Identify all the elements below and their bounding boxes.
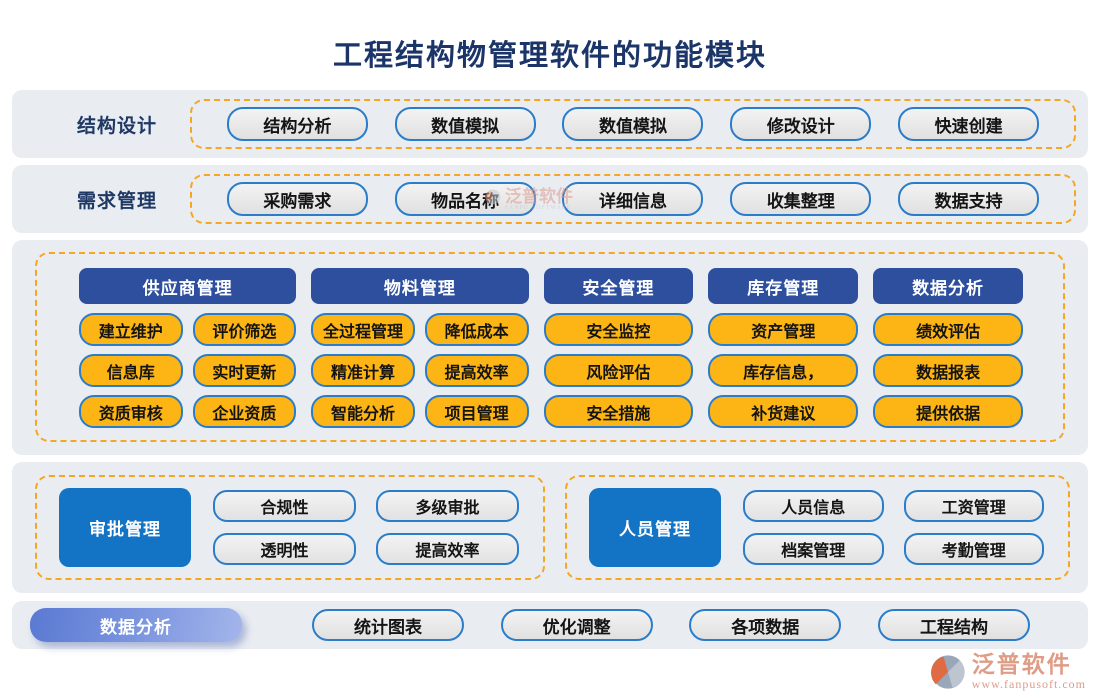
reduce-cost-button[interactable]: 降低成本: [424, 313, 529, 346]
safety-management-items: 安全监控 风险评估 安全措施: [543, 313, 694, 428]
whole-process-mgmt-button[interactable]: 全过程管理: [311, 313, 415, 346]
section-demand-management: 需求管理 采购需求 物品名称 详细信息 收集整理 数据支持: [12, 165, 1088, 233]
modify-design-button[interactable]: 修改设计: [730, 107, 872, 141]
column-material-management: 物料管理 全过程管理 降低成本 精准计算 提高效率 智能分析 项目管理: [311, 268, 529, 428]
collect-organize-button[interactable]: 收集整理: [730, 182, 872, 216]
column-data-analysis: 数据分析 绩效评估 数据报表 提供依据: [873, 268, 1023, 428]
replenish-suggest-button[interactable]: 补货建议: [708, 395, 859, 428]
data-report-button[interactable]: 数据报表: [873, 354, 1023, 387]
archive-mgmt-button[interactable]: 档案管理: [743, 533, 884, 565]
brand-logo: 泛普软件 www.fanpusoft.com: [928, 652, 1086, 692]
brand-url[interactable]: www.fanpusoft.com: [971, 676, 1086, 691]
column-safety-management: 安全管理 安全监控 风险评估 安全措施: [543, 268, 694, 428]
various-data-button[interactable]: 各项数据: [689, 609, 842, 641]
smart-analysis-button[interactable]: 智能分析: [311, 395, 415, 428]
data-analysis-pill[interactable]: 数据分析: [30, 608, 242, 642]
page-title: 工程结构物管理软件的功能模块: [332, 40, 767, 72]
stats-chart-button[interactable]: 统计图表: [312, 609, 464, 641]
approval-management-header[interactable]: 审批管理: [59, 488, 191, 567]
section-data-analysis-row: 数据分析 统计图表 优化调整 各项数据 工程结构: [12, 601, 1088, 649]
inventory-management-items: 资产管理 库存信息， 补货建议: [708, 313, 859, 428]
structure-analysis-button[interactable]: 结构分析: [226, 107, 368, 141]
brand-name: 泛普软件: [971, 651, 1072, 677]
approval-management-group: 审批管理 合规性 多级审批 透明性 提高效率: [35, 475, 545, 580]
quick-create-button[interactable]: 快速创建: [898, 107, 1040, 141]
personnel-management-header[interactable]: 人员管理: [589, 488, 721, 567]
item-name-button[interactable]: 物品名称: [394, 182, 536, 216]
safety-measures-button[interactable]: 安全措施: [543, 395, 694, 428]
safety-monitor-button[interactable]: 安全监控: [543, 313, 694, 346]
precise-calc-button[interactable]: 精准计算: [311, 354, 415, 387]
structure-design-group: 结构分析 数值模拟 数值模拟 修改设计 快速创建: [190, 99, 1076, 149]
material-management-items: 全过程管理 降低成本 精准计算 提高效率 智能分析 项目管理: [311, 313, 529, 428]
efficiency-improve-button[interactable]: 提高效率: [376, 533, 519, 565]
optimize-adjust-button[interactable]: 优化调整: [500, 609, 653, 641]
demand-management-group: 采购需求 物品名称 详细信息 收集整理 数据支持: [190, 174, 1076, 224]
section-structure-design: 结构设计 结构分析 数值模拟 数值模拟 修改设计 快速创建: [12, 90, 1088, 158]
purchase-demand-button[interactable]: 采购需求: [226, 182, 368, 216]
brand-mark-icon: [930, 655, 965, 689]
material-management-header[interactable]: 物料管理: [311, 268, 529, 304]
info-base-button[interactable]: 信息库: [79, 354, 183, 387]
personnel-management-items: 人员信息 工资管理 档案管理 考勤管理: [743, 490, 1044, 565]
demand-management-label: 需求管理: [76, 190, 157, 212]
approval-management-items: 合规性 多级审批 透明性 提高效率: [213, 490, 519, 565]
performance-eval-button[interactable]: 绩效评估: [873, 313, 1023, 346]
inventory-info-button[interactable]: 库存信息，: [708, 354, 859, 387]
attendance-mgmt-button[interactable]: 考勤管理: [903, 533, 1044, 565]
data-analysis-header[interactable]: 数据分析: [873, 268, 1023, 304]
personnel-management-group: 人员管理 人员信息 工资管理 档案管理 考勤管理: [565, 475, 1070, 580]
detail-info-button[interactable]: 详细信息: [562, 182, 704, 216]
improve-efficiency-button[interactable]: 提高效率: [424, 354, 529, 387]
numerical-simulation-button-1[interactable]: 数值模拟: [394, 107, 536, 141]
personnel-info-button[interactable]: 人员信息: [743, 490, 884, 522]
evaluate-filter-button[interactable]: 评价筛选: [192, 313, 297, 346]
safety-management-header[interactable]: 安全管理: [543, 268, 694, 304]
module-matrix-group: 供应商管理 建立维护 评价筛选 信息库 实时更新 资质审核 企业资质 物料管理 …: [35, 252, 1065, 442]
enterprise-qualification-button[interactable]: 企业资质: [192, 395, 297, 428]
transparency-button[interactable]: 透明性: [213, 533, 356, 565]
salary-mgmt-button[interactable]: 工资管理: [903, 490, 1044, 522]
realtime-update-button[interactable]: 实时更新: [192, 354, 297, 387]
qualification-review-button[interactable]: 资质审核: [79, 395, 183, 428]
column-supplier-management: 供应商管理 建立维护 评价筛选 信息库 实时更新 资质审核 企业资质: [79, 268, 297, 428]
asset-mgmt-button[interactable]: 资产管理: [708, 313, 859, 346]
structure-design-label: 结构设计: [76, 115, 157, 137]
data-analysis-items: 绩效评估 数据报表 提供依据: [873, 313, 1023, 428]
data-support-button[interactable]: 数据支持: [898, 182, 1040, 216]
multilevel-approval-button[interactable]: 多级审批: [376, 490, 519, 522]
numerical-simulation-button-2[interactable]: 数值模拟: [562, 107, 704, 141]
section-approval-personnel: 审批管理 合规性 多级审批 透明性 提高效率 人员管理 人员信息 工资管理 档案…: [12, 462, 1088, 593]
engineering-structure-button[interactable]: 工程结构: [877, 609, 1030, 641]
compliance-button[interactable]: 合规性: [213, 490, 356, 522]
column-inventory-management: 库存管理 资产管理 库存信息， 补货建议: [708, 268, 859, 428]
section-module-matrix: 供应商管理 建立维护 评价筛选 信息库 实时更新 资质审核 企业资质 物料管理 …: [12, 240, 1088, 455]
provide-basis-button[interactable]: 提供依据: [873, 395, 1023, 428]
risk-assess-button[interactable]: 风险评估: [543, 354, 694, 387]
establish-maintain-button[interactable]: 建立维护: [79, 313, 183, 346]
project-mgmt-button[interactable]: 项目管理: [424, 395, 529, 428]
inventory-management-header[interactable]: 库存管理: [708, 268, 859, 304]
supplier-management-items: 建立维护 评价筛选 信息库 实时更新 资质审核 企业资质: [79, 313, 297, 428]
supplier-management-header[interactable]: 供应商管理: [79, 268, 297, 304]
data-analysis-buttons: 统计图表 优化调整 各项数据 工程结构: [312, 609, 1030, 641]
